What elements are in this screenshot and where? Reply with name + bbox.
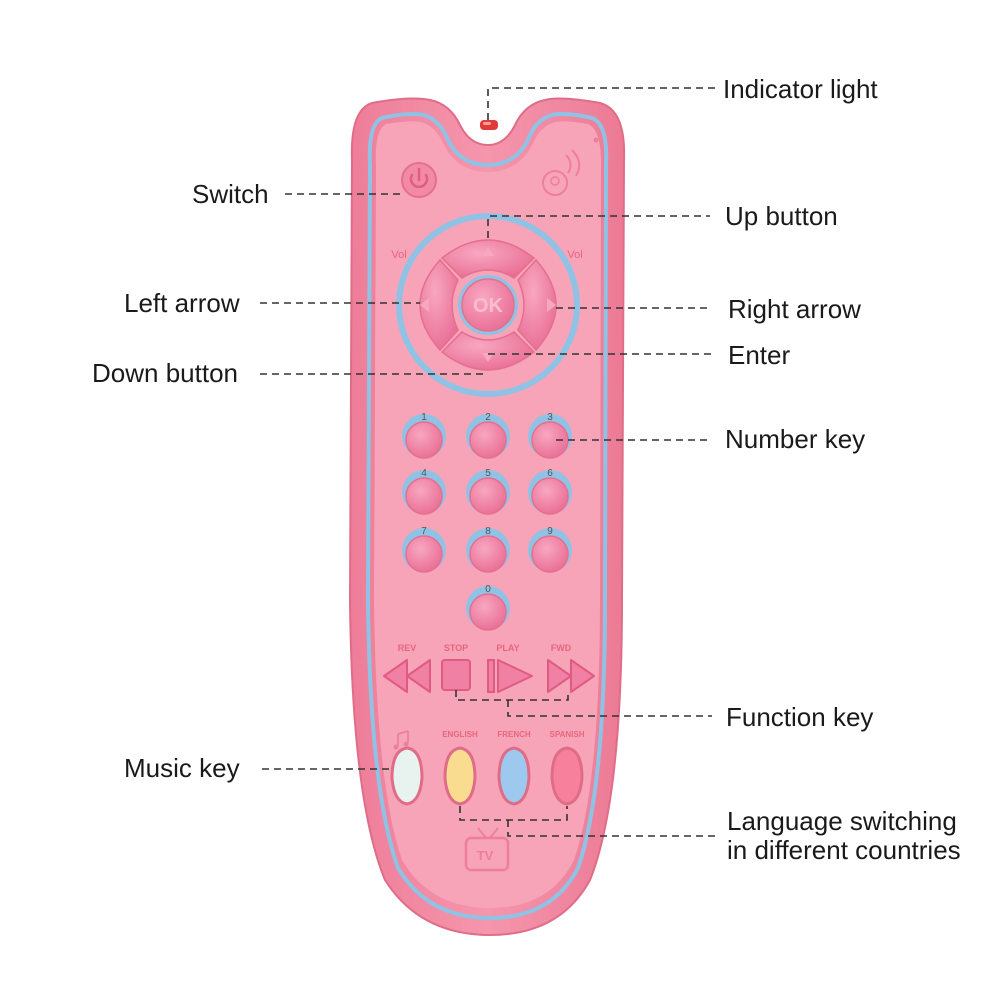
stop-label: STOP	[444, 643, 468, 653]
callout-right-arrow: Right arrow	[728, 294, 861, 324]
number-key-label: 0	[485, 584, 491, 595]
down-button[interactable]	[440, 331, 536, 371]
left-arrow-icon	[420, 298, 429, 312]
callout-number-key: Number key	[725, 424, 866, 454]
callout-left-arrow: Left arrow	[124, 288, 240, 318]
number-key-5[interactable]: 5	[466, 468, 510, 515]
number-key-label: 8	[485, 526, 491, 537]
spanish-key[interactable]	[550, 746, 584, 806]
callout-music-key: Music key	[124, 753, 240, 783]
english-key[interactable]	[443, 746, 477, 806]
callout-down-button: Down button	[92, 358, 238, 388]
ok-button[interactable]: OK	[458, 275, 518, 335]
ok-label: OK	[473, 295, 504, 317]
number-key-label: 9	[547, 526, 553, 537]
stop-icon	[441, 659, 471, 691]
light-bulb-icon	[542, 137, 599, 196]
play-button[interactable]	[487, 659, 533, 693]
number-key-8[interactable]: 8	[466, 526, 510, 573]
number-key-label: 6	[547, 468, 553, 479]
number-key-label: 5	[485, 468, 491, 479]
callout-lines	[260, 87, 718, 837]
power-button[interactable]	[401, 162, 437, 198]
number-key-4[interactable]: 4	[402, 468, 446, 515]
number-key-label: 7	[421, 526, 427, 537]
leader-up-button	[487, 215, 710, 238]
down-arrow-icon	[482, 353, 494, 362]
fwd-button[interactable]	[547, 659, 595, 693]
callout-indicator-light: Indicator light	[723, 74, 878, 104]
french-label: FRENCH	[497, 730, 531, 739]
number-key-9[interactable]: 9	[528, 526, 572, 573]
number-key-6[interactable]: 6	[528, 468, 572, 515]
number-key-label: 3	[547, 412, 553, 423]
number-key-0[interactable]: 0	[466, 584, 510, 631]
leader-language-b	[507, 820, 718, 837]
number-key-1[interactable]: 1	[402, 412, 446, 459]
number-keypad: 1 2 3 4 5 6 7 8 9 0	[402, 412, 572, 631]
music-note-icon	[393, 730, 409, 750]
english-label: ENGLISH	[442, 730, 478, 739]
leader-indicator-light	[487, 87, 715, 120]
leader-language-a	[459, 806, 568, 821]
number-key-label: 4	[421, 468, 427, 479]
stop-button[interactable]	[441, 659, 471, 691]
play-label: PLAY	[496, 643, 519, 653]
callout-enter: Enter	[728, 340, 791, 370]
up-arrow-icon	[482, 247, 494, 256]
right-arrow-button[interactable]	[517, 258, 557, 352]
play-icon	[497, 659, 533, 693]
fast-forward-icon	[547, 659, 595, 693]
number-key-label: 1	[421, 412, 427, 423]
vol-right-label: Vol	[567, 249, 582, 261]
rev-label: REV	[398, 643, 417, 653]
number-key-2[interactable]: 2	[466, 412, 510, 459]
indicator-light	[480, 120, 498, 130]
callout-switch: Switch	[192, 179, 269, 209]
number-key-7[interactable]: 7	[402, 526, 446, 573]
tv-label: TV	[477, 848, 494, 863]
vol-left-label: Vol	[391, 249, 406, 261]
right-arrow-icon	[547, 298, 556, 312]
tv-logo-icon: TV	[464, 827, 510, 872]
leader-function-key-b	[507, 700, 712, 717]
french-key[interactable]	[497, 746, 531, 806]
callout-function-key: Function key	[726, 702, 874, 732]
leader-function-key-a	[455, 690, 569, 701]
spanish-label: SPANISH	[550, 730, 585, 739]
rewind-icon	[383, 659, 431, 693]
remote-trim	[365, 112, 609, 921]
callout-up-button: Up button	[725, 201, 838, 231]
fwd-label: FWD	[551, 643, 572, 653]
function-keys: REV STOP PLAY FWD	[383, 643, 595, 693]
callout-language-line2: in different countries	[727, 835, 961, 865]
left-arrow-button[interactable]	[419, 258, 459, 352]
music-key[interactable]	[390, 746, 424, 806]
power-icon	[409, 173, 429, 189]
callout-language-line1: Language switching	[727, 806, 957, 836]
up-button[interactable]	[440, 239, 536, 279]
rev-button[interactable]	[383, 659, 431, 693]
number-key-label: 2	[485, 412, 491, 423]
